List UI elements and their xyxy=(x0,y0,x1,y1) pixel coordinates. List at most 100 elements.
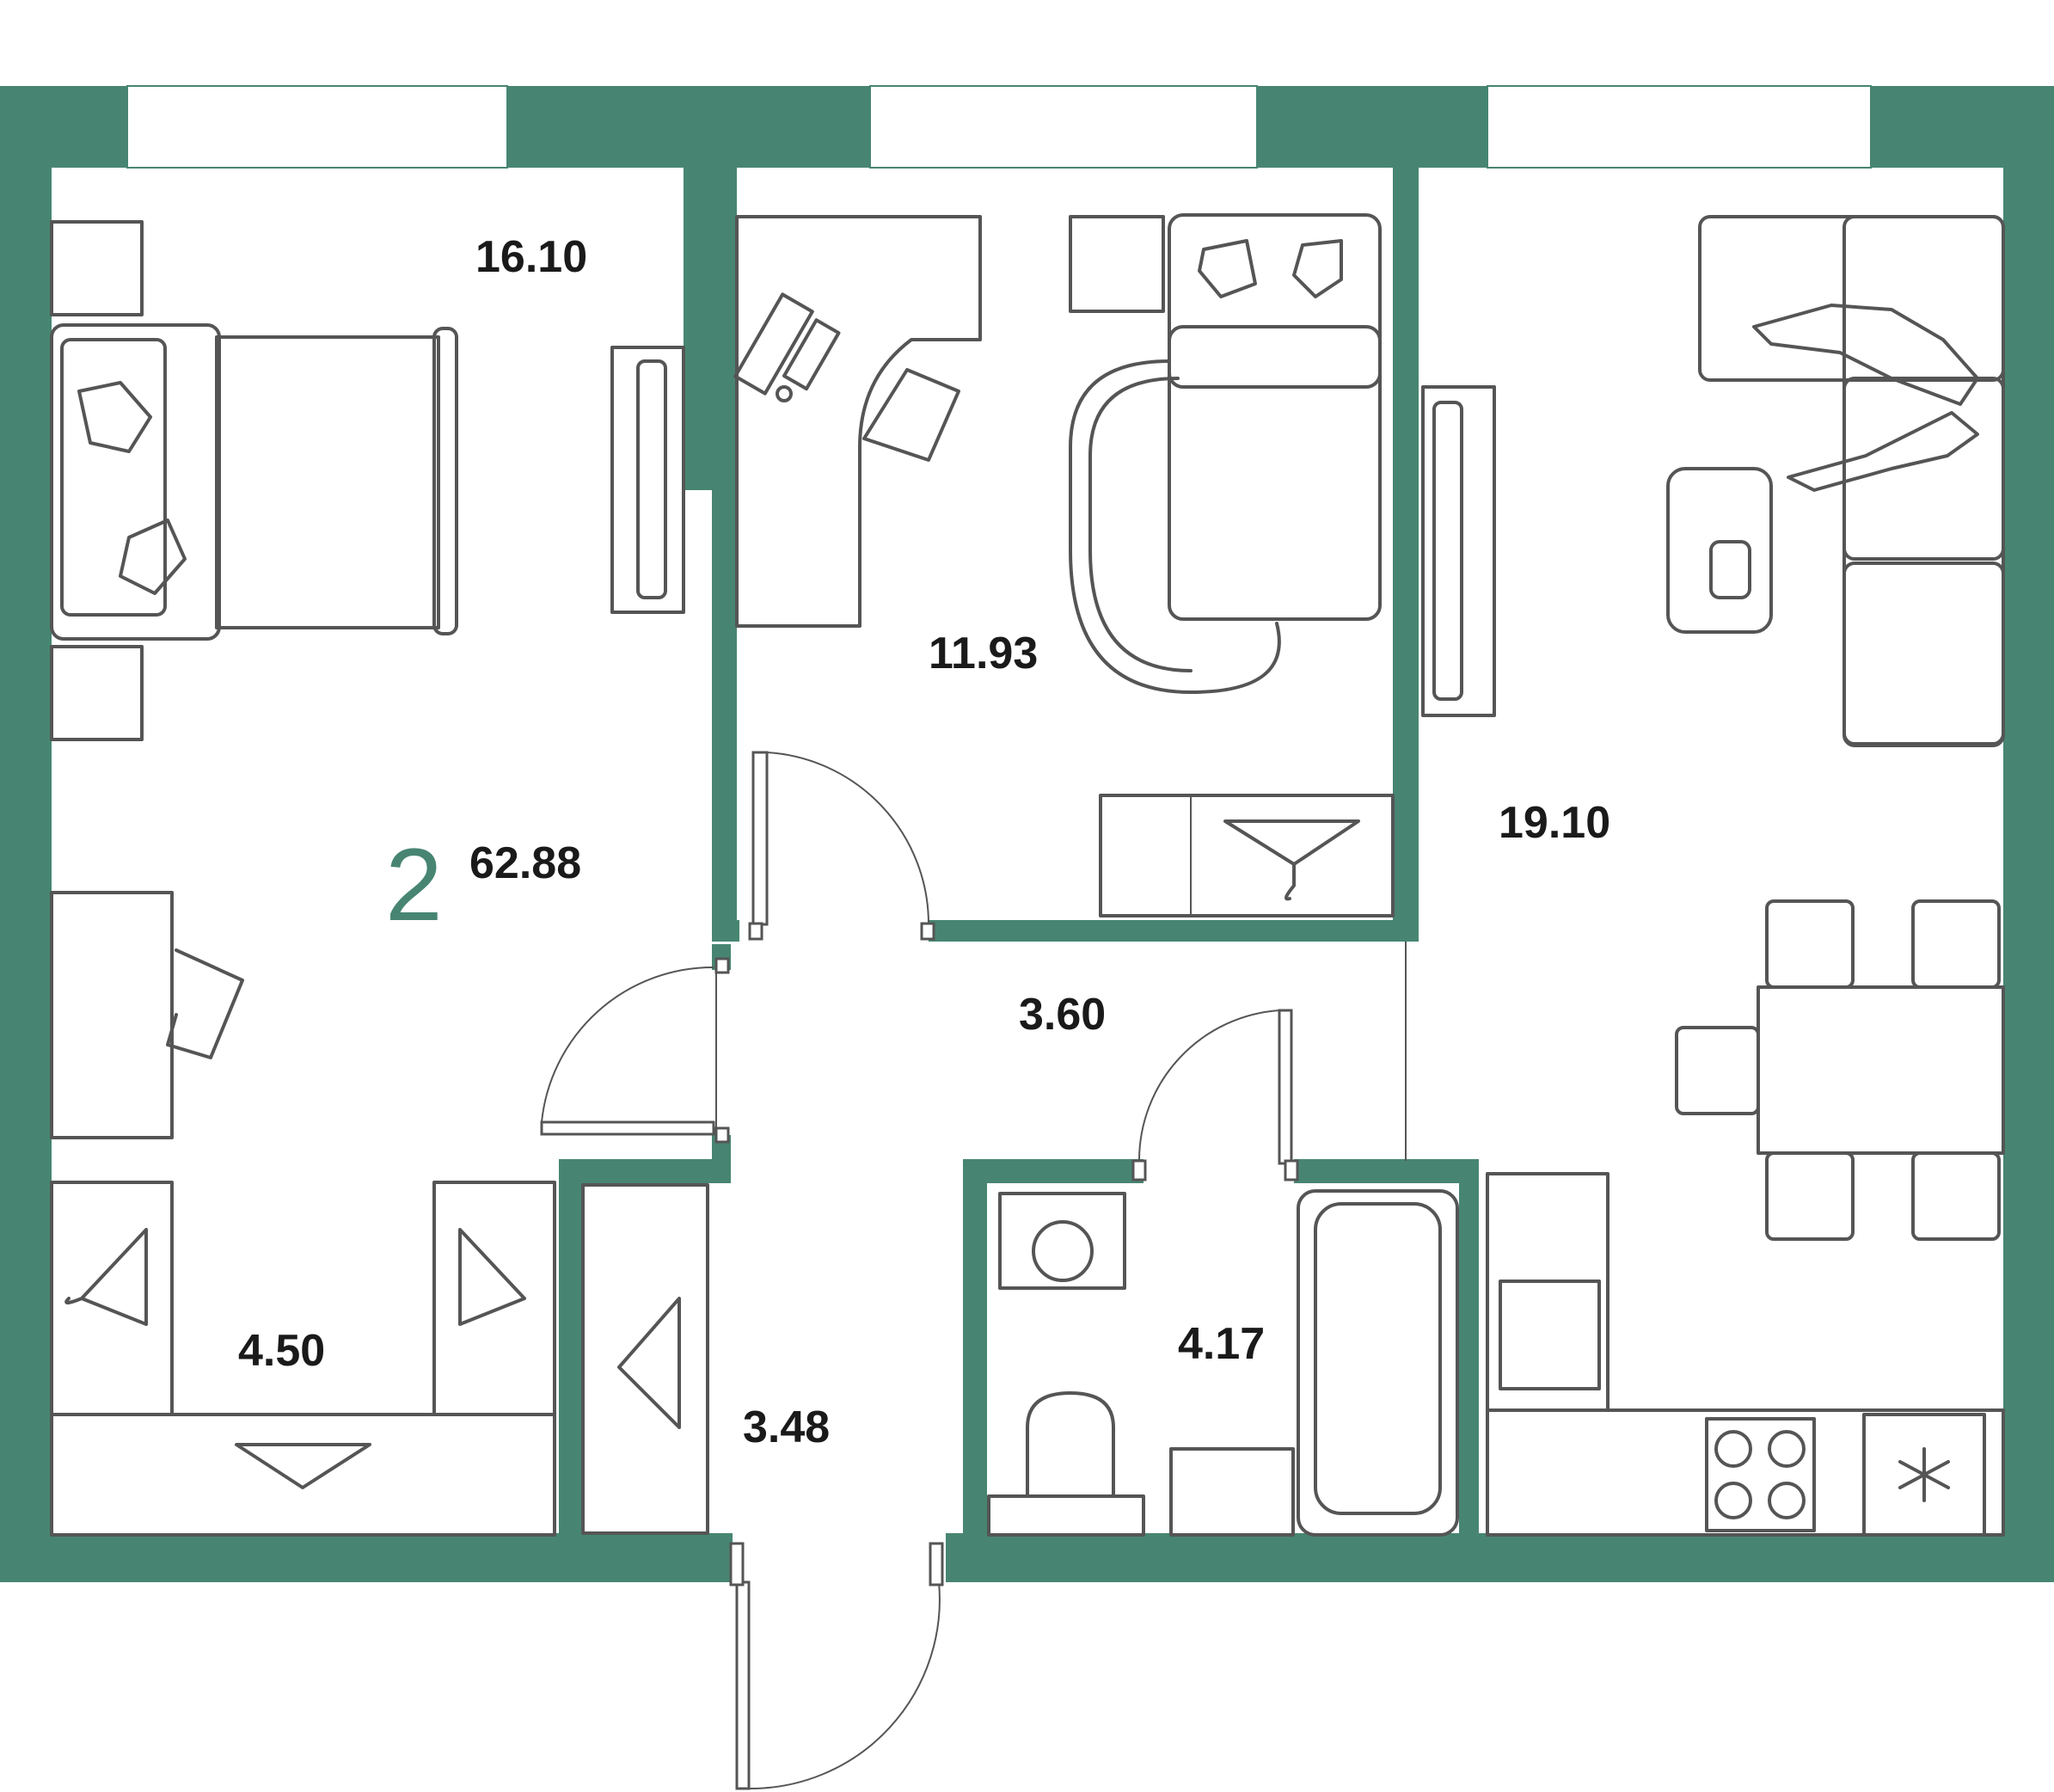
door-jamb xyxy=(729,1542,745,1586)
wardrobe-cabinet xyxy=(581,1183,709,1535)
wall-bath-top-right xyxy=(1294,1159,1479,1183)
wall-outer-left xyxy=(0,86,52,1582)
bed-headboard xyxy=(1168,325,1382,389)
dresser xyxy=(1099,794,1395,917)
tv-stand xyxy=(610,346,685,614)
burner xyxy=(1714,1482,1752,1519)
total-area: 62.88 xyxy=(469,838,581,888)
sofa-cushion xyxy=(1842,562,2005,746)
wall-top-2 xyxy=(507,86,870,168)
bed-footboard xyxy=(432,327,458,635)
door-jamb xyxy=(920,922,935,941)
chair xyxy=(1911,899,2001,989)
person-icon xyxy=(1752,304,1979,406)
rug-inner xyxy=(1088,377,1193,672)
wall-wardrobe-top xyxy=(559,1159,731,1183)
window-bedroom xyxy=(126,85,508,169)
door-study-leaf[interactable] xyxy=(751,751,769,926)
tv xyxy=(1432,401,1463,701)
door-entrance-arc xyxy=(748,1581,941,1790)
living-furniture xyxy=(1421,215,2005,1537)
hanger-icon xyxy=(458,1228,526,1326)
wall-bath-right xyxy=(1459,1159,1479,1537)
chair xyxy=(166,948,244,1059)
area-label-bedroom: 16.10 xyxy=(475,232,587,282)
door-jamb xyxy=(1131,1159,1147,1181)
bed-mattress xyxy=(215,335,440,629)
hanger-icon xyxy=(617,1297,681,1429)
hanger-icon xyxy=(64,1228,148,1326)
area-label-living-kitchen: 19.10 xyxy=(1499,798,1610,848)
chair xyxy=(1765,1151,1855,1241)
wall-study-right xyxy=(1393,168,1419,942)
door-bathroom-leaf[interactable] xyxy=(1278,1009,1293,1165)
corner-desk xyxy=(735,215,982,628)
area-label-bathroom: 4.17 xyxy=(1178,1319,1265,1369)
area-label-entrance-hall: 3.48 xyxy=(743,1402,830,1452)
window-living xyxy=(1487,85,1872,169)
chair xyxy=(1911,1151,2001,1241)
chair xyxy=(1675,1026,1760,1115)
door-bedroom-arc xyxy=(541,966,714,1123)
doors xyxy=(540,751,1299,1790)
cup-icon xyxy=(1709,540,1751,599)
door-study-arc xyxy=(766,752,930,925)
toilet xyxy=(1026,1391,1115,1498)
stove xyxy=(1705,1417,1816,1532)
door-jamb xyxy=(929,1542,944,1586)
office-chair xyxy=(862,368,960,462)
kitchen-counter xyxy=(1486,1408,2005,1537)
rooms-count: 2 xyxy=(385,827,443,942)
walls xyxy=(0,85,2054,1582)
study-furniture xyxy=(733,213,1395,917)
wardrobe-cabinet xyxy=(50,1413,556,1537)
kitchen-cabinet xyxy=(1486,1172,1609,1412)
wall-outer-right xyxy=(2003,86,2054,1582)
wall-outer-bottom-left xyxy=(0,1533,733,1582)
tv xyxy=(636,359,667,599)
hanger-icon xyxy=(1223,819,1360,901)
nightstand xyxy=(50,220,144,316)
keyboard xyxy=(733,292,814,396)
washing-machine-drum xyxy=(1032,1220,1094,1282)
door-bathroom-arc xyxy=(1137,1010,1280,1162)
wardrobe-cabinet xyxy=(432,1181,556,1416)
pillow-icon xyxy=(1292,239,1343,298)
toilet-tank xyxy=(987,1494,1145,1537)
sofa-cushion xyxy=(1842,377,2005,561)
snowflake-icon xyxy=(1898,1447,1950,1502)
pillow-icon xyxy=(77,381,152,453)
area-label-corridor: 3.60 xyxy=(1019,990,1106,1040)
door-jamb xyxy=(714,957,730,974)
desk xyxy=(50,891,174,1139)
person-icon xyxy=(1787,411,1979,492)
burner xyxy=(1768,1482,1806,1519)
rug xyxy=(1069,359,1281,694)
wall-outer-bottom-right xyxy=(946,1533,2054,1582)
sink xyxy=(1499,1280,1601,1390)
door-bedroom-leaf[interactable] xyxy=(540,1120,715,1136)
window-study xyxy=(869,85,1258,169)
area-label-wardrobe: 4.50 xyxy=(238,1326,325,1376)
burner xyxy=(1768,1430,1806,1468)
wall-study-left xyxy=(712,490,737,920)
pillow-icon xyxy=(1198,239,1257,298)
wall-top-3 xyxy=(1257,86,1487,168)
tv-stand xyxy=(1421,385,1496,717)
fridge xyxy=(1862,1413,1986,1537)
dining-table xyxy=(1757,985,2005,1155)
bed xyxy=(50,323,221,641)
hanger-icon xyxy=(235,1443,371,1489)
chair xyxy=(1765,899,1855,989)
wall-hall-stub xyxy=(712,1135,731,1169)
room-labels: 16.10 11.93 19.10 3.60 4.17 4.50 3.48 2 … xyxy=(238,232,1610,1452)
door-jamb xyxy=(748,922,763,941)
bathtub xyxy=(1297,1189,1459,1537)
wall-study-bottom xyxy=(929,920,1419,942)
door-entrance-leaf[interactable] xyxy=(735,1580,751,1790)
burner xyxy=(1714,1430,1752,1468)
mouse xyxy=(776,385,793,402)
coffee-table xyxy=(1666,467,1773,634)
pillow-area xyxy=(60,338,167,617)
